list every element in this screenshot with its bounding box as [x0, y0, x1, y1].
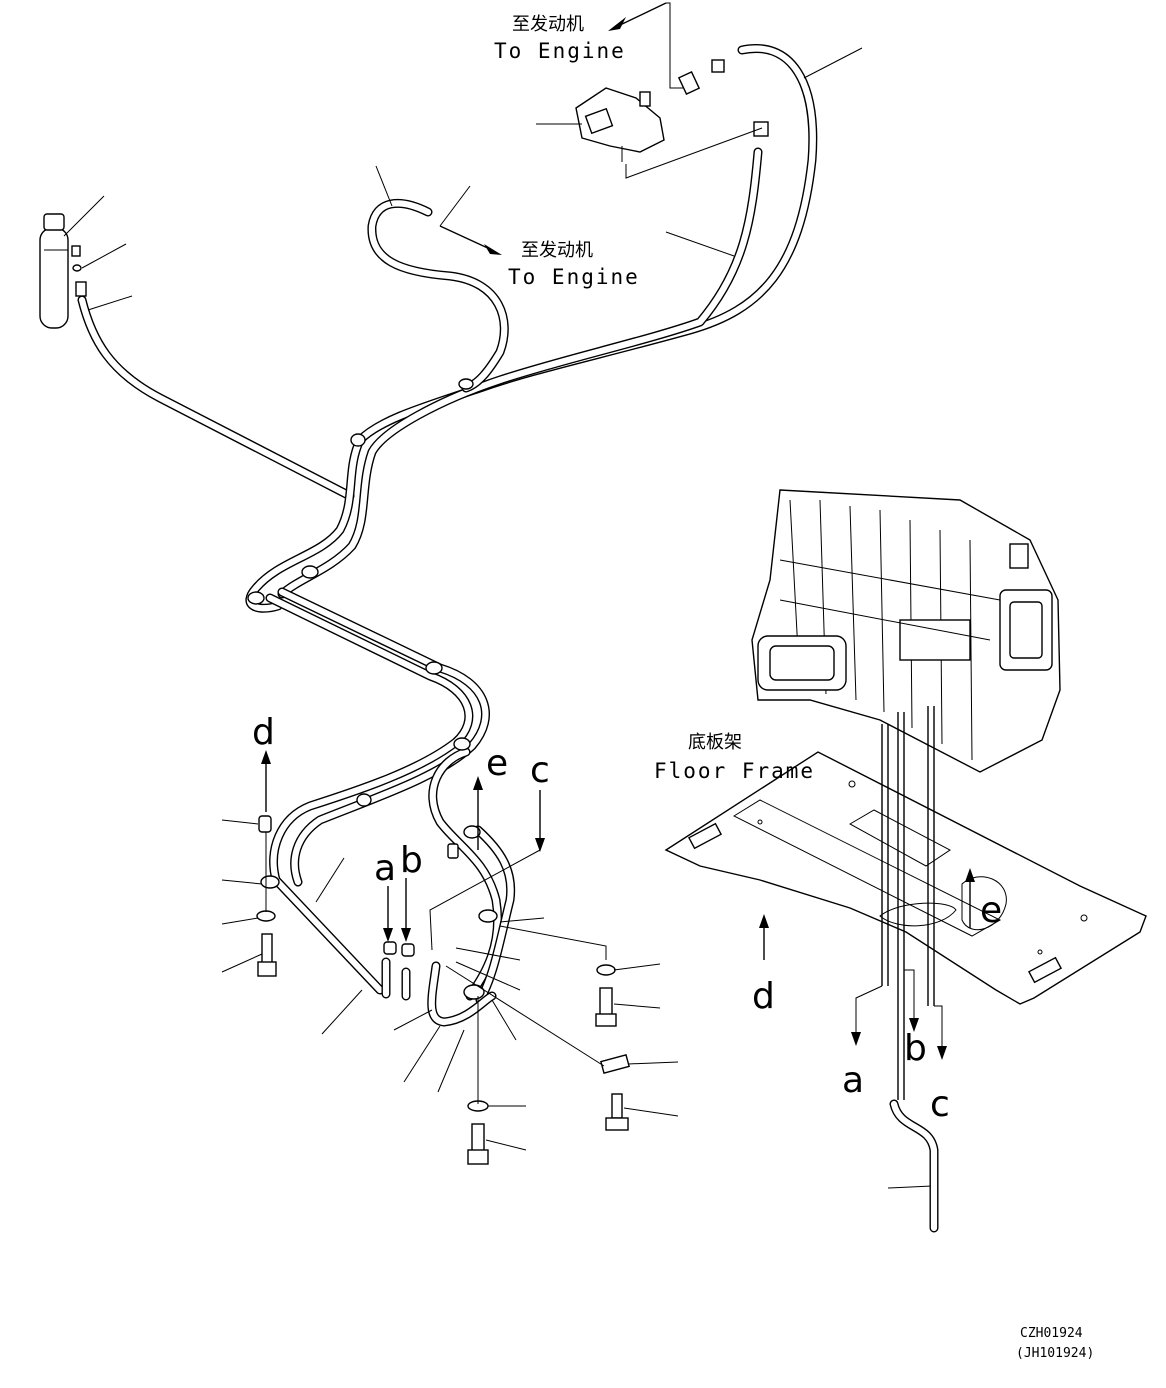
hardware-left — [256, 815, 459, 977]
ac-drain-pipes — [759, 706, 975, 1233]
to-engine-label-en-mid: To Engine — [508, 265, 640, 289]
mark-d-left: d — [252, 712, 275, 753]
mark-c-left: c — [530, 750, 550, 791]
hardware-right — [467, 964, 630, 1165]
floor-frame-label-cn: 底板架 — [688, 732, 742, 753]
mark-e-left: e — [486, 743, 508, 784]
engine-fitting — [575, 59, 769, 179]
drawing-code: CZH01924 — [1020, 1326, 1083, 1341]
mark-c-right: c — [930, 1084, 950, 1125]
receiver-drier — [39, 213, 87, 329]
to-engine-arrow-top — [608, 2, 686, 89]
mark-a-right: a — [842, 1060, 864, 1101]
hose-bundle — [77, 44, 818, 1027]
mark-a-left: a — [374, 848, 396, 889]
mark-b-right: b — [904, 1028, 927, 1069]
to-engine-arrow-mid — [439, 225, 502, 255]
floor-frame-label-en: Floor Frame — [654, 759, 815, 783]
leader-lines — [63, 47, 933, 1189]
mark-d-right: d — [752, 976, 775, 1017]
to-engine-label-en-top: To Engine — [494, 39, 626, 63]
to-engine-label-cn-top: 至发动机 — [512, 14, 584, 35]
connection-arrows-left — [261, 750, 545, 951]
hose-clamps — [247, 378, 498, 1000]
floor-frame — [664, 751, 1147, 1005]
drawing-code-secondary: (JH101924) — [1016, 1346, 1094, 1361]
air-conditioner-unit — [751, 489, 1061, 773]
to-engine-label-cn-mid: 至发动机 — [521, 240, 593, 261]
mark-b-left: b — [400, 840, 423, 881]
